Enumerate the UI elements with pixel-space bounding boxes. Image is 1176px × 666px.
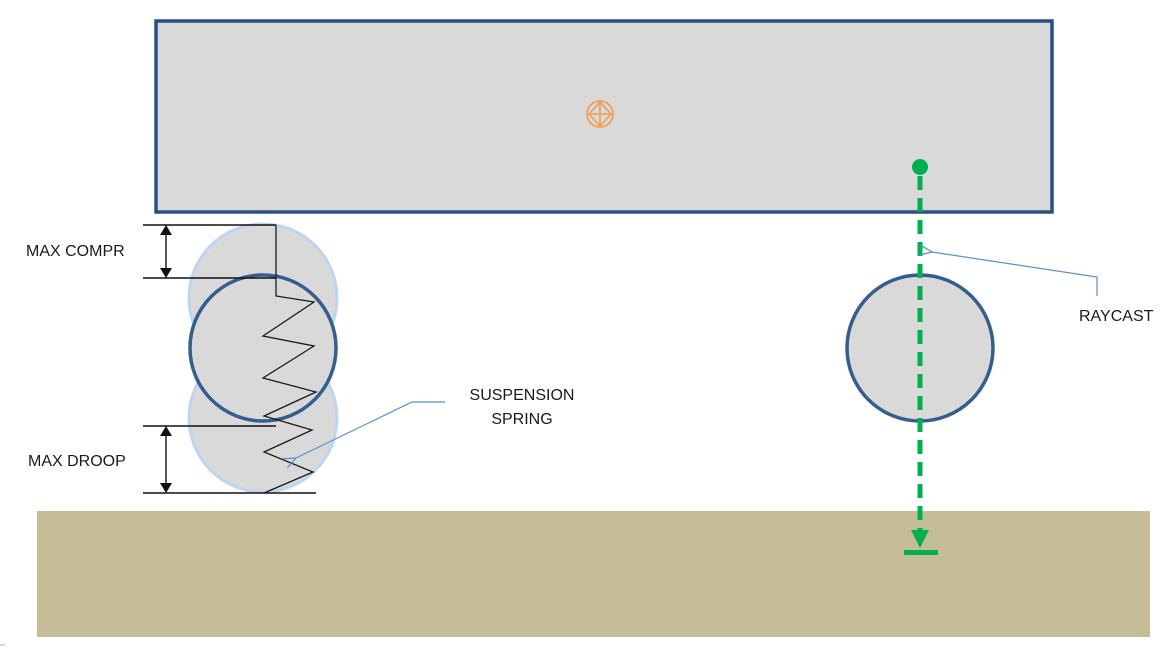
edge-artifact — [0, 644, 5, 646]
raycast-callout — [932, 252, 1098, 296]
suspension-spring-label-line1: SUSPENSION — [470, 387, 575, 404]
max-compr-label: MAX COMPR — [26, 243, 125, 260]
ground — [37, 511, 1150, 637]
max-droop-dimension — [143, 425, 316, 494]
raycast-origin-dot — [912, 159, 928, 175]
vehicle-body — [154, 19, 1054, 214]
suspension-spring-label-line2: SPRING — [491, 411, 552, 428]
raycast-hit-marker — [904, 550, 938, 555]
raycast — [904, 159, 938, 555]
suspension-spring — [261, 225, 318, 494]
max-droop-label: MAX DROOP — [28, 453, 126, 470]
suspension-spring-callout — [296, 401, 445, 458]
center-of-mass-icon — [586, 100, 614, 128]
raycast-arrowhead — [911, 530, 929, 548]
max-compr-dimension — [143, 224, 276, 279]
left-wheel — [188, 273, 338, 423]
raycast-label: RAYCAST — [1079, 308, 1154, 325]
